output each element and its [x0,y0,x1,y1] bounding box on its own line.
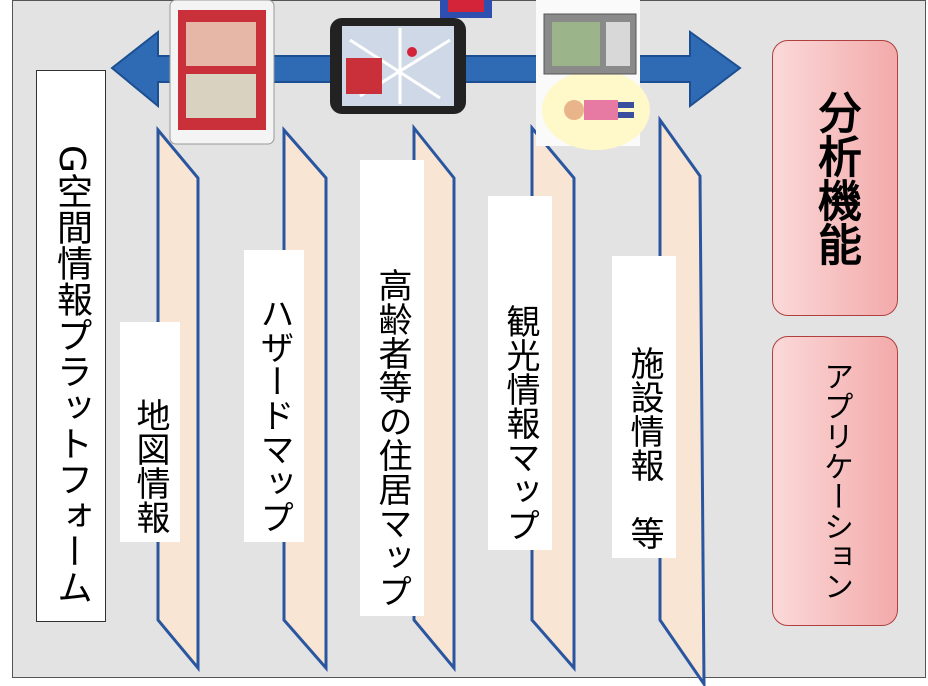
person-icon [564,100,634,120]
layer-label-hazard-map: ハザードマップ [244,250,304,542]
smartphone-map-icon [330,18,466,114]
platform-label: G空間情報プラットフォーム [36,70,106,622]
layer-label-tourism-map: 観光情報マップ [488,196,552,550]
layer-label-facility-info: 施設情報 等 [612,256,676,558]
layer-label-map-info: 地図情報 [120,322,180,542]
application-button[interactable]: アプリケーション [772,336,898,626]
layer-label-elderly-residence-map: 高齢者等の住居マップ [360,160,424,616]
layer-sheet-2 [414,128,454,668]
tablet-icon [169,0,275,145]
flag-icon [440,0,492,18]
kiosk-terminal-icon [536,0,650,150]
analysis-function-button[interactable]: 分析機能 [772,40,898,316]
